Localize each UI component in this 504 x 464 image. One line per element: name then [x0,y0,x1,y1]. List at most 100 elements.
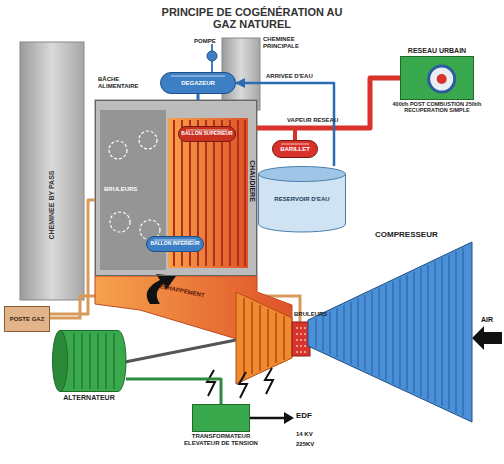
compressor-blade [329,312,331,355]
compressor-blade [420,268,422,396]
pipe-connector [257,78,400,128]
vessel-shape [273,141,318,158]
bypass-chimney [20,42,84,300]
node-label: POSTE GAZ [5,316,49,323]
compressor-blade [427,265,429,400]
barillet-vessel: BARILLET [272,140,318,158]
burner-flame [139,131,157,149]
burner-flame [109,141,127,159]
compressor-blade [462,248,464,416]
vessel-highlight [171,75,225,77]
compressor-blade [434,262,436,403]
node-label: CHAUDIERE [248,160,256,202]
air-arrow [472,326,502,350]
district-network-box: RESEAU URBAIN400t/h POST COMBUSTION 250t… [400,56,474,100]
alternator-body [60,331,126,392]
transformer-box: TRANSFORMATEUR ELEVATEUR DE TENSION [192,404,250,432]
compressor-blade [392,282,394,384]
compressor-blade [336,308,338,357]
barillet-pipe [293,128,297,141]
alternator-rib [73,333,75,389]
node-label: 400t/h POST COMBUSTION 250t/h RECUPERATI… [391,101,483,113]
compressor-blade [322,315,324,351]
node-label: RESERVOIR D'EAU [258,196,346,203]
compressor-blade [371,292,373,374]
shaft [125,340,236,362]
vessel-shape [147,237,204,252]
burner-flame [110,212,130,232]
diagram-title: PRINCIPE DE COGÉNÉRATION AU GAZ NATUREL [154,6,350,31]
alternator-drum: ALTERNATEUR [52,330,126,392]
gas-station-box: POSTE GAZ [4,306,50,332]
pipe-connector [50,200,95,314]
alternator-rib [97,333,99,389]
node-label: ALTERNATEUR [44,394,134,402]
compressor-blade [413,272,415,394]
lightning-symbol [265,368,273,394]
node-label: RESEAU URBAIN [408,47,466,55]
vessel-shape [179,127,236,142]
pipe-connector [236,83,334,166]
part-label: POMPE [194,38,216,45]
node-label: BALLON INFERIEUR [146,241,204,247]
part-label: 14 KV [296,431,313,438]
part-label: 225KV [296,441,314,448]
part-label: CHEMINEE PRINCIPALE [263,36,317,49]
compressor-cone: COMPRESSEUR [308,242,472,422]
burner-flames [109,131,160,240]
part-label: ECHAPPEMENT [159,283,205,299]
vessel-shape [161,73,236,94]
vessel-highlight [281,143,309,145]
part-label: CHEMINEE BY PASS [48,171,56,240]
tank-body [259,174,346,232]
connector-label: VAPEUR RESEAU [287,117,338,124]
burner-grid [296,328,306,352]
alternator-rib [105,333,107,389]
compressor-blade [378,288,380,377]
alternator-rib [89,333,91,389]
compressor-blade [455,252,457,413]
node-label: TRANSFORMATEUR ELEVATEUR DE TENSION [178,433,264,446]
part-label: BRULEURS [294,311,327,318]
compressor-blade [385,285,387,380]
node-label: BALLON SUPERIEUR [178,131,236,137]
compressor-blade [399,278,401,386]
compressor-blade [448,255,450,409]
exchanger-core [437,74,447,84]
output-line [250,417,286,420]
compressor-blade [406,275,408,390]
turbine-blades [244,298,284,378]
node-label: COMPRESSEUR [375,231,438,240]
heat-exchanger [429,66,455,92]
compressor-body [308,242,472,422]
turbine [236,292,292,384]
connector-label: ARRIVEE D'EAU [266,73,313,80]
pipe-connector [126,379,221,404]
alternator-end [53,331,68,392]
node-outline [401,57,475,101]
compressor-blade [350,302,352,364]
water-tank: RESERVOIR D'EAU [258,166,346,232]
part-label: BÂCHE ALIMENTAIRE [98,76,156,89]
boiler-casing [95,100,257,276]
output-arrowhead [284,412,294,424]
alternator-rib [113,333,115,389]
compressor-blade [357,298,359,367]
part-label: AIR [481,316,493,324]
tank-top [259,167,346,182]
lightning-symbol [207,370,215,396]
compressor-blade [315,318,317,348]
compressor-blade [343,305,345,361]
alternator-rib [81,333,83,389]
upper-drum: BALLON SUPERIEUR [178,126,236,142]
compressor-blade [364,295,366,371]
node-label: BARILLET [272,146,318,153]
pump-symbol [207,51,217,61]
part-label: EDF [296,412,312,421]
compressor-blade [441,258,443,406]
lower-drum: BALLON INFERIEUR [146,236,204,252]
lightning-symbol [239,372,247,398]
node-label: DEGAZEUR [160,80,236,87]
node-outline [52,330,126,392]
part-label: BRULEURS [104,186,137,193]
